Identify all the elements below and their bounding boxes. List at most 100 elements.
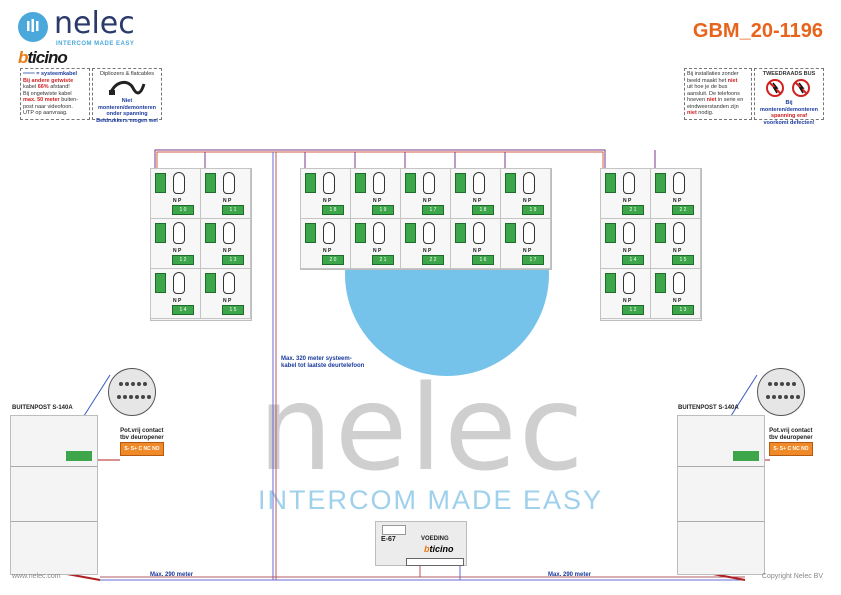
np-label: N P: [523, 198, 532, 204]
phone-address: 1 3: [222, 255, 244, 265]
relay-right-label: Pot.vrij contact tbv deuropener: [769, 428, 813, 441]
outdoor-station-right: [677, 415, 765, 575]
phone-terminal: [455, 173, 466, 193]
relay-contact-left: S- S+ C NC NO: [120, 442, 164, 456]
note-two-wire-bus: TWEEDRAADS BUS Bij monteren/demonteren s…: [754, 68, 824, 126]
phone-terminal: [155, 223, 166, 243]
phone-address: 1 4: [172, 305, 194, 315]
terminal-block: [733, 451, 759, 461]
np-label: N P: [373, 198, 382, 204]
note-flatcable-warning: Dipliozers & flatcables Niet monteren/de…: [92, 68, 162, 124]
phone-address: 1 2: [172, 255, 194, 265]
phone-address: 1 7: [522, 255, 544, 265]
phone-terminal: [305, 223, 316, 243]
handset-icon: [373, 172, 385, 194]
np-label: N P: [223, 198, 232, 204]
handset-icon: [623, 272, 635, 294]
np-label: N P: [323, 198, 332, 204]
phone-terminal: [655, 173, 666, 193]
phone-terminal: [205, 173, 216, 193]
psu-terminals: [406, 558, 464, 566]
footer-copyright: Copyright Nelec BV: [761, 573, 823, 580]
cable-length-note: Max. 320 meter systeem- kabel tot laatst…: [281, 356, 365, 369]
phone-terminal: [305, 173, 316, 193]
phone-terminal: [605, 223, 616, 243]
phone-terminal: [405, 173, 416, 193]
nelec-logo-word: nelec: [54, 6, 135, 41]
handset-icon: [173, 172, 185, 194]
handset-icon: [223, 272, 235, 294]
note-cable-info: ═══ = systeemkabel Bij andere getwiste k…: [20, 68, 90, 120]
np-label: N P: [423, 198, 432, 204]
np-label: N P: [173, 248, 182, 254]
max-length-right: Max. 290 meter: [548, 572, 592, 578]
np-label: N P: [673, 198, 682, 204]
handset-icon: [673, 222, 685, 244]
phone-terminal: [605, 273, 616, 293]
no-electricity-icon: [766, 78, 810, 97]
phone-address: 1 8: [472, 205, 494, 215]
handset-icon: [423, 172, 435, 194]
watermark-tagline: INTERCOM MADE EASY: [258, 485, 604, 515]
phone-terminal: [355, 223, 366, 243]
np-label: N P: [623, 198, 632, 204]
phone-terminal: [655, 223, 666, 243]
phone-terminal: [355, 173, 366, 193]
footer-website: www.nelec.com: [12, 573, 61, 580]
np-label: N P: [473, 248, 482, 254]
handset-icon: [673, 172, 685, 194]
bus-wire-top: [154, 149, 606, 168]
handset-icon: [223, 222, 235, 244]
relay-left-label: Pot.vrij contact tbv deuropener: [120, 428, 164, 441]
np-label: N P: [523, 248, 532, 254]
np-label: N P: [423, 248, 432, 254]
nelec-logo-tagline: INTERCOM MADE EASY: [56, 41, 135, 47]
watermark-word: nelec: [258, 359, 586, 497]
np-label: N P: [623, 248, 632, 254]
np-label: N P: [673, 248, 682, 254]
phone-terminal: [505, 223, 516, 243]
terminal-zoom-right: [757, 368, 805, 416]
handset-icon: [673, 272, 685, 294]
handset-icon: [173, 222, 185, 244]
np-label: N P: [223, 298, 232, 304]
phone-address: 1 5: [672, 255, 694, 265]
psu-name: VOEDING: [421, 536, 449, 542]
handset-icon: [473, 172, 485, 194]
phone-terminal: [155, 173, 166, 193]
phone-terminal: [655, 273, 666, 293]
phone-address: 1 9: [372, 205, 394, 215]
nelec-logo-icon: [18, 12, 48, 42]
handset-icon: [223, 172, 235, 194]
phone-address: 1 8: [322, 205, 344, 215]
phone-address: 2 0: [322, 255, 344, 265]
phone-address: 1 0: [172, 205, 194, 215]
phone-address: 2 1: [372, 255, 394, 265]
outdoor-station-left-title: BUITENPOST S-140A: [12, 405, 73, 411]
outdoor-station-right-title: BUITENPOST S-140A: [678, 405, 739, 411]
np-label: N P: [173, 198, 182, 204]
phone-address: 1 1: [222, 205, 244, 215]
terminal-block: [66, 451, 92, 461]
